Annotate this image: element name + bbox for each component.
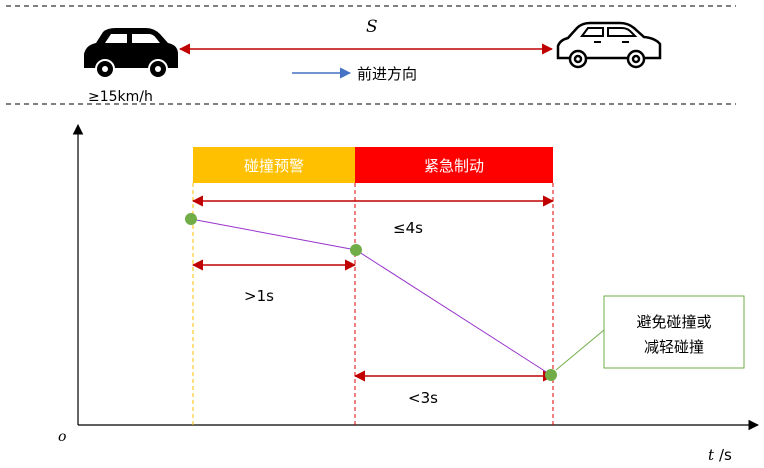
speed-label: ≥15km/h [88,89,153,105]
braking-start-point [350,244,362,256]
total-interval-label: ≤4s [393,219,423,237]
car-right-icon [556,21,662,69]
origin-label: o [58,429,66,445]
warning-start-point [185,213,197,225]
direction-label: 前进方向 [357,65,417,83]
callout-line1: 避免碰撞或 [636,313,711,331]
x-axis-unit: /s [719,446,732,464]
warning-phase-bar [193,147,355,183]
distance-label: S [366,17,378,37]
car-left-icon [84,28,178,79]
callout-leader [555,329,605,371]
warning-interval-label: >1s [244,287,274,305]
stop-point [545,369,557,381]
callout-line2: 减轻碰撞 [644,338,704,356]
braking-phase-label: 紧急制动 [424,157,484,175]
x-axis-var: t [708,446,715,464]
callout-box [603,295,745,369]
braking-interval-label: <3s [408,389,438,407]
braking-phase-bar [355,147,553,183]
warning-phase-label: 碰撞预警 [244,157,304,175]
